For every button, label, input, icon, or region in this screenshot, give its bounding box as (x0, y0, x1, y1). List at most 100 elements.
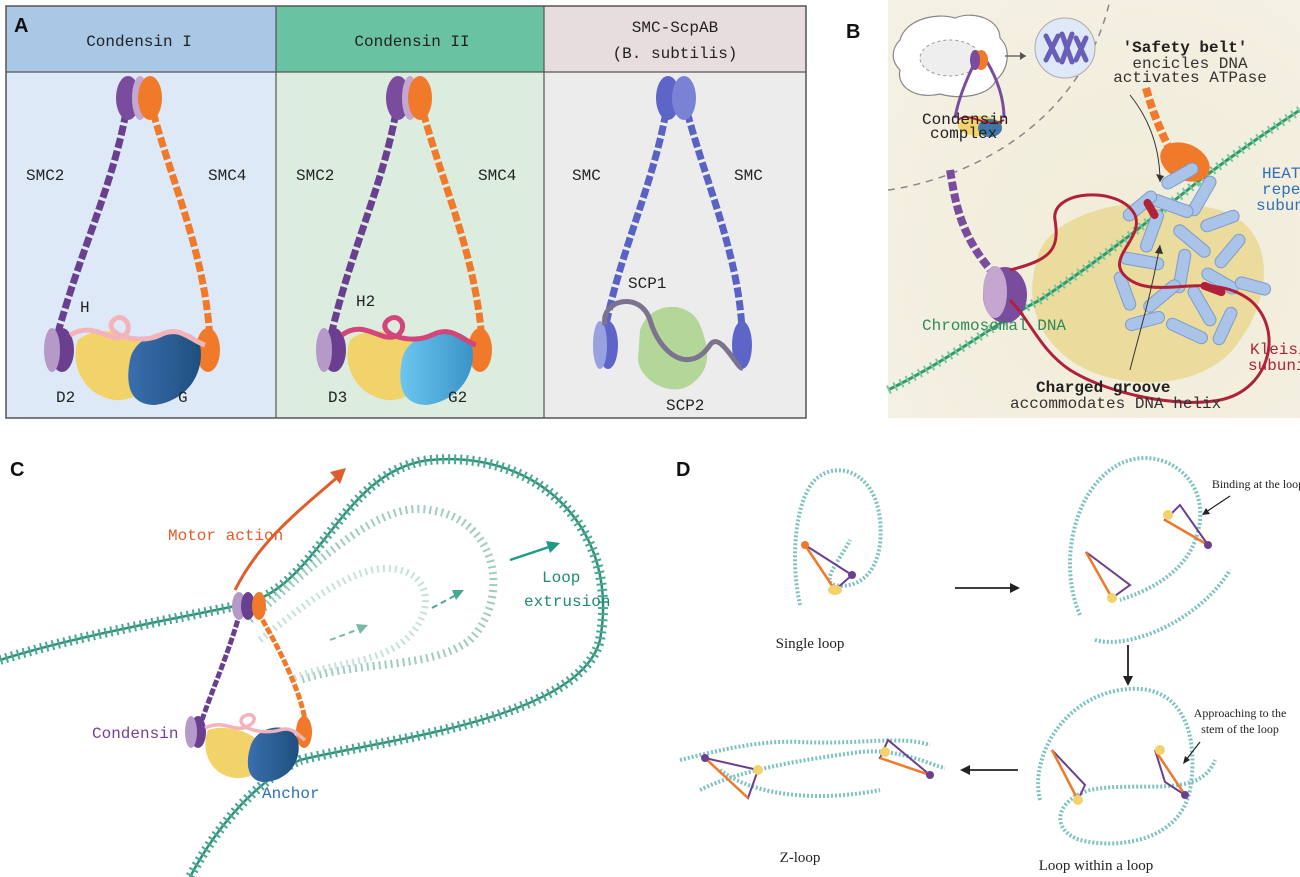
motor-arrow-head (330, 468, 346, 484)
c-kleisin (204, 712, 307, 742)
condensin-arm (879, 756, 931, 777)
condensin-arm (704, 757, 749, 799)
condensin-arm (803, 544, 837, 591)
dashed-arrow (329, 627, 363, 641)
loop-label-2: extrusion (524, 593, 610, 611)
stage-z-loop (679, 738, 946, 800)
smc-head-right (732, 321, 752, 369)
charged-groove-sub: accommodates DNA helix (1010, 395, 1221, 413)
condensin-arm (1153, 749, 1187, 796)
panel-d: D Single loop Binding at the loop (676, 456, 1300, 874)
smc4-label: SMC4 (478, 167, 516, 185)
smc-left-arm (601, 99, 672, 331)
binding-label: Binding at the loop (1212, 477, 1300, 491)
kleisin-h (68, 315, 206, 348)
smc2-label: SMC2 (296, 167, 334, 185)
g2-subunit (400, 330, 473, 405)
condensin-complex-label: Condensin (922, 111, 1008, 129)
anchor-label: Anchor (262, 785, 320, 803)
condensin-label: Condensin (92, 725, 178, 743)
approach-pointer-head (1183, 756, 1190, 764)
binding-pointer-head (1202, 508, 1210, 515)
condensin-arm (1084, 551, 1114, 599)
approach-pointer (1185, 741, 1201, 761)
arrow-left-head (960, 765, 970, 775)
kleisin-h2 (340, 315, 477, 348)
pointer-head (1156, 174, 1164, 182)
condensin-i-title: Condensin I (86, 33, 192, 51)
dna-loop (1036, 686, 1217, 846)
dna-loop (793, 468, 883, 606)
smc4-arm (146, 99, 214, 341)
head (848, 571, 856, 579)
hinge-orange (138, 76, 162, 120)
h-label: H (80, 299, 90, 317)
safety-belt-line2: activates ATPase (1113, 69, 1267, 87)
head (880, 747, 890, 757)
smc4-head (468, 328, 492, 372)
smc-head-left-cap (593, 321, 607, 369)
dna-strand-2 (886, 106, 1300, 395)
condensin-complex-label-2: complex (930, 125, 997, 143)
small-condensin-icon (953, 50, 1006, 137)
arrow-head (1020, 52, 1026, 60)
heat-label-3: subunit (1256, 197, 1300, 215)
scp1-label: SCP1 (628, 275, 666, 293)
panel-a-letter: A (14, 15, 28, 37)
smc-right-arm (680, 99, 746, 331)
dna-loop (1068, 456, 1232, 644)
smc-left-label: SMC (572, 167, 601, 185)
panel-d-letter: D (676, 459, 690, 481)
dna-loop-faint (257, 565, 429, 684)
approach-label-2: stem of the loop (1201, 722, 1279, 736)
anchor-subunit (247, 727, 299, 782)
head (1163, 510, 1173, 520)
b-smc2-arm (946, 169, 1003, 283)
panel-a-frame (5, 5, 807, 419)
head (1073, 795, 1083, 805)
safety-belt-pointer (1129, 94, 1161, 183)
head (801, 541, 809, 549)
arrow-down-head (1123, 676, 1133, 686)
scp1-kleisin (602, 299, 745, 371)
stage-binding (1068, 456, 1232, 644)
heat-label-2: repeat (1262, 181, 1300, 199)
head (926, 771, 934, 779)
kleisin-helix (1200, 281, 1226, 297)
chromosome-icons (1043, 31, 1089, 65)
panel-c: C Motor action L (0, 454, 610, 877)
single-loop-label: Single loop (776, 636, 845, 652)
safety-belt-title: 'Safety belt' (1123, 39, 1248, 57)
scp2-subunit (638, 306, 708, 390)
smc2-arm (52, 99, 132, 341)
condensin-ii-title: Condensin II (354, 33, 469, 51)
condensin-arm (1050, 749, 1080, 801)
dashed-arrow-head (452, 590, 464, 600)
dna-strand-main (0, 457, 605, 877)
chromosomal-dna-label: Chromosomal DNA (922, 317, 1066, 335)
motor-arrow (233, 473, 341, 591)
dna-helix-main (0, 454, 609, 877)
head (828, 585, 842, 595)
kleisin-label-2: subunit (1248, 357, 1300, 375)
condensin-i-diagram: SMC2 SMC4 H D2 G (26, 76, 246, 407)
condensin-ii-header (276, 6, 544, 72)
smc2-head-cap (44, 328, 60, 372)
head (1181, 791, 1189, 799)
kleisin-label-1: Kleisin (1250, 341, 1300, 359)
g2-label: G2 (448, 389, 467, 407)
head (1204, 541, 1212, 549)
smc-scpab-title: SMC-ScpAB (632, 19, 718, 37)
head (701, 754, 709, 762)
smc2-label: SMC2 (26, 167, 64, 185)
head (1107, 593, 1117, 603)
arrow-right-head (1010, 583, 1020, 593)
d3-label: D3 (328, 389, 347, 407)
smc-scpab-diagram: SMC SMC SCP1 SCP2 (572, 76, 763, 415)
g-label: G (178, 389, 188, 407)
condensin-ii-diagram: SMC2 SMC4 H2 D3 G2 (296, 76, 516, 407)
approach-label-1: Approaching to the (1194, 706, 1287, 720)
smc4-label: SMC4 (208, 167, 246, 185)
